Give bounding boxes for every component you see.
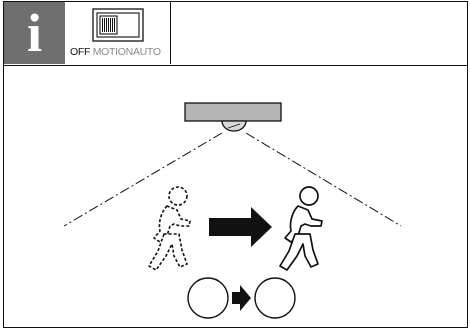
motion-detection-illustration — [4, 66, 466, 328]
arrow-right-icon — [232, 285, 251, 311]
panel-header: i OFF MOTIONAUTO — [4, 2, 467, 66]
info-icon: i — [4, 2, 65, 64]
person-dashed-icon — [149, 187, 190, 270]
instruction-panel: i OFF MOTIONAUTO — [3, 1, 468, 328]
person-walking-icon — [280, 187, 322, 270]
switch-label-auto: AUTO — [133, 46, 161, 58]
switch-label-off: OFF — [70, 46, 90, 58]
motion-sensor-icon — [185, 103, 281, 131]
detection-range-lines — [64, 133, 401, 226]
switch-label-motion: MOTION — [93, 46, 133, 58]
switch-position-cell: OFF MOTIONAUTO — [65, 2, 171, 64]
slide-switch-icon — [92, 8, 144, 42]
switch-position-labels: OFF MOTIONAUTO — [70, 46, 161, 58]
light-off-circle-icon — [188, 278, 228, 318]
info-glyph: i — [4, 2, 65, 64]
light-off-circle-icon — [255, 278, 295, 318]
arrow-right-icon — [209, 207, 272, 247]
